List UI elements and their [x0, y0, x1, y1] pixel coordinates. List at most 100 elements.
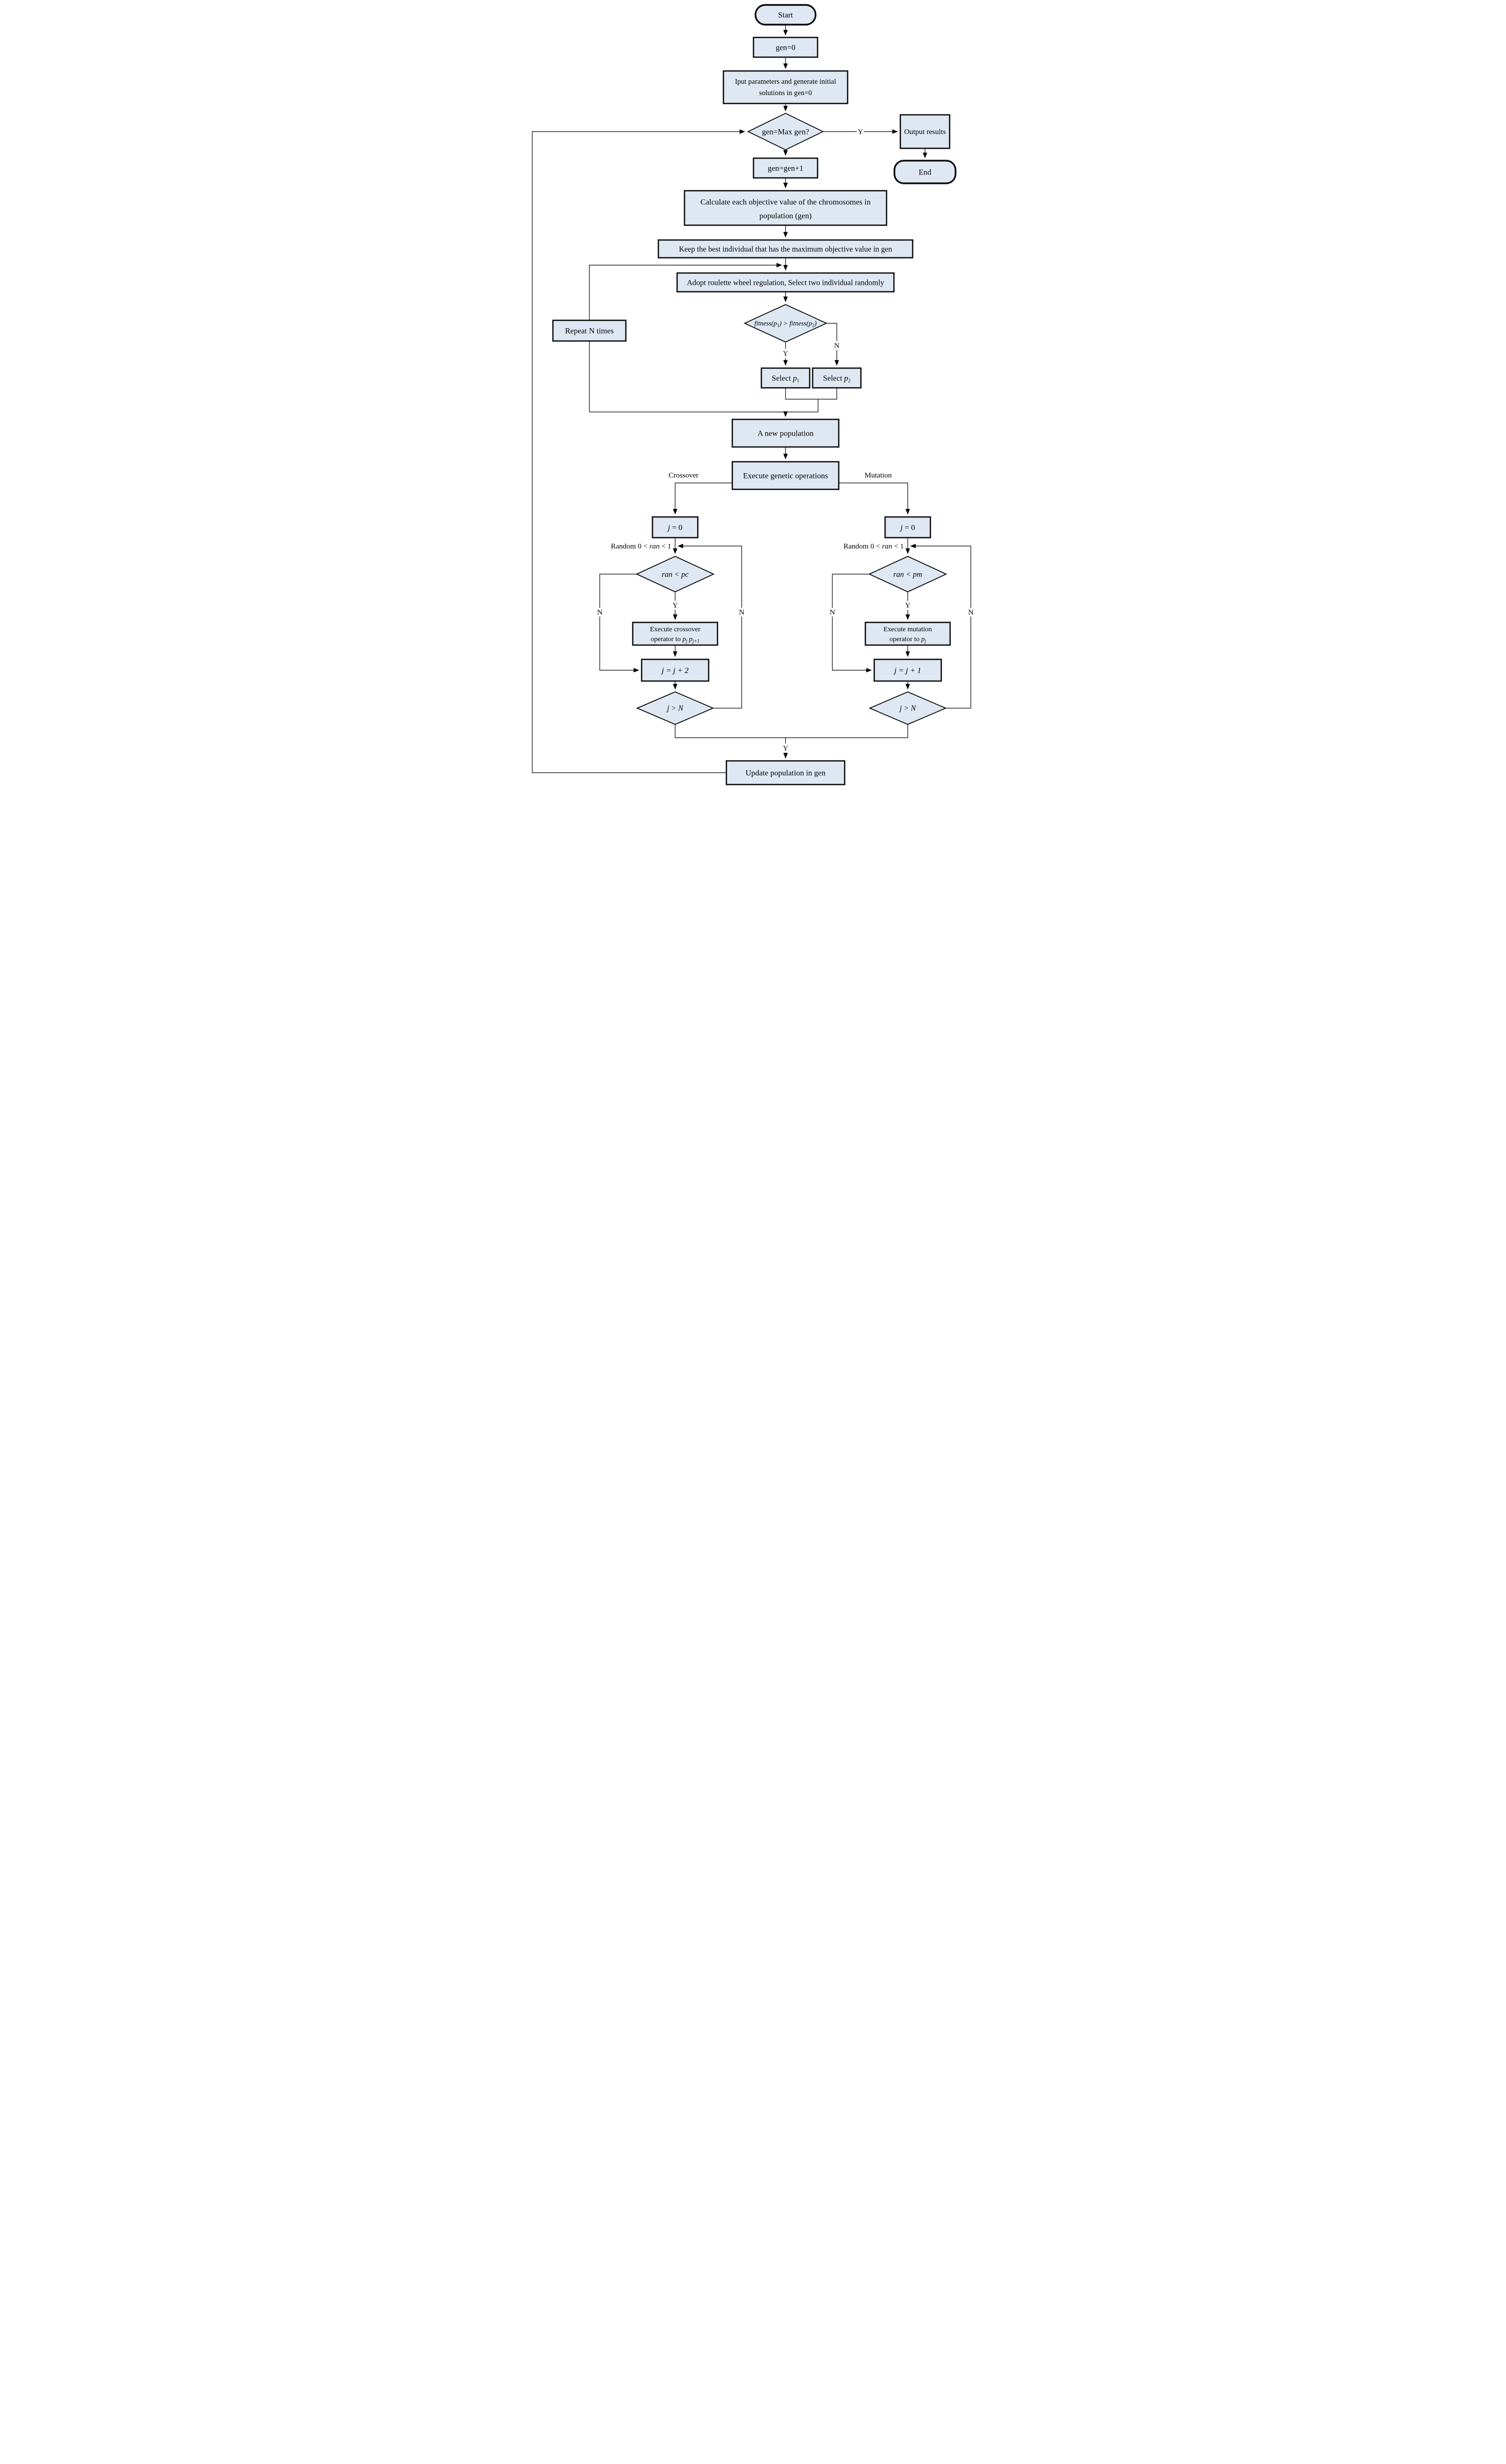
input-params-line1: Iput parameters and generate initial: [735, 78, 836, 86]
roulette-shape: [676, 272, 895, 293]
node-select-p2: Select p2: [812, 367, 862, 389]
edge-fitness-selectp2: [826, 323, 839, 366]
label-yes-fitness: Y: [783, 350, 788, 358]
label-no-loop-right: N: [968, 609, 974, 616]
j-zero-right-shape: [884, 516, 931, 539]
output-results-shape: [899, 114, 951, 149]
edge-selectp2-merge: [818, 388, 837, 400]
edge-jgtnR-n-loop: [910, 544, 971, 709]
node-select-p1: Select p1: [760, 367, 811, 389]
new-population-shape: [731, 418, 840, 448]
exec-genetic-shape: [731, 461, 840, 490]
j-plus1-label: j = j + 1: [893, 667, 921, 675]
label-crossover: Crossover: [669, 472, 699, 479]
cross-op-line2: operator to pj pj+1: [650, 636, 699, 644]
ran-pm-label: ran < pm: [893, 571, 923, 579]
ran-pc-shape: [635, 556, 715, 592]
label-no-pc: N: [597, 609, 603, 616]
j-gt-n-left-label: j > N: [666, 704, 685, 713]
mut-op-shape: [864, 621, 951, 646]
node-gen-increment: gen=gen+1: [753, 157, 819, 179]
node-start: Start: [754, 4, 817, 26]
label-no-fitness: N: [834, 342, 840, 350]
edge-ranpc-n-loop: [599, 574, 640, 673]
flowchart-page: Start gen=0 Iput parameters and generate…: [527, 0, 979, 789]
edge-selectp1-merge: [785, 388, 818, 400]
j-zero-right-label: j = 0: [899, 524, 915, 532]
edge-ranpm-n-loop: [832, 574, 872, 673]
calc-objective-shape: [684, 190, 888, 226]
mut-op-line2: operator to pj: [890, 636, 926, 644]
node-j-zero-left: j = 0: [651, 516, 699, 539]
node-fitness-check: fitness(p1) > fitness(p2): [743, 304, 828, 342]
select-p2-label: Select p2: [823, 375, 851, 384]
j-gt-n-right-shape: [868, 691, 947, 725]
node-input-params: Iput parameters and generate initial sol…: [722, 70, 849, 104]
cross-op-line1: Execute crossover: [650, 626, 701, 633]
new-population-label: A new population: [757, 430, 814, 438]
node-j-zero-right: j = 0: [884, 516, 931, 539]
calc-objective-line2: population (gen): [759, 212, 812, 220]
node-new-population: A new population: [731, 418, 840, 448]
output-results-label: Output results: [904, 128, 946, 136]
j-gt-n-right-label: j > N: [899, 704, 917, 713]
j-zero-left-shape: [651, 516, 699, 539]
select-p2-shape: [812, 367, 862, 389]
repeat-n-times-shape: [552, 319, 627, 342]
keep-best-shape: [657, 239, 914, 259]
label-yes-max: Y: [858, 128, 863, 136]
start-label: Start: [778, 11, 793, 20]
node-max-gen-check: gen=Max gen?: [747, 112, 824, 151]
select-p1-shape: [760, 367, 811, 389]
label-yes-pc: Y: [673, 602, 678, 610]
label-no-pm: N: [830, 609, 835, 616]
node-update-population: Update population in gen: [725, 760, 846, 786]
edge-jgtnL-n-loop: [677, 544, 742, 709]
node-ran-pc: ran < pc: [635, 556, 715, 592]
calc-objective-line1: Calculate each objective value of the ch…: [700, 198, 870, 206]
ran-pc-label: ran < pc: [662, 571, 688, 579]
ran-pm-shape: [868, 556, 948, 592]
fitness-check-label: fitness(p1) > fitness(p2): [754, 320, 817, 329]
label-mutation: Mutation: [865, 472, 892, 479]
label-random-left: Random 0 < ran < 1: [611, 543, 671, 550]
cross-op-shape: [632, 621, 719, 646]
j-gt-n-left-shape: [636, 691, 715, 725]
label-random-right: Random 0 < ran < 1: [844, 543, 904, 550]
edge-mutation-branch: [839, 482, 910, 515]
node-ran-pm: ran < pm: [868, 556, 948, 592]
edge-crossover-branch: [673, 482, 732, 515]
node-j-gt-n-left: j > N: [636, 691, 715, 725]
genetic-algorithm-flowchart: Start gen=0 Iput parameters and generate…: [527, 0, 979, 789]
start-shape: [754, 4, 817, 26]
max-gen-shape: [747, 112, 824, 151]
node-j-plus2: j = j + 2: [641, 658, 710, 682]
node-gen-zero: gen=0: [753, 36, 819, 58]
input-params-line2: solutions in gen=0: [759, 89, 812, 97]
gen-increment-label: gen=gen+1: [768, 165, 803, 173]
gen-increment-shape: [753, 157, 819, 179]
flow-nodes: Start gen=0 Iput parameters and generate…: [552, 4, 957, 786]
edge-repeat-loop: [589, 263, 783, 412]
node-output-results: Output results: [899, 114, 951, 149]
repeat-n-times-label: Repeat N times: [565, 327, 614, 336]
j-plus2-label: j = j + 2: [661, 667, 688, 675]
edge-jgtnR-bottom: [786, 724, 908, 738]
max-gen-label: gen=Max gen?: [762, 128, 809, 137]
end-label: End: [919, 169, 931, 177]
node-repeat-n-times: Repeat N times: [552, 319, 627, 342]
edge-update-feedback: [532, 129, 746, 773]
j-plus1-shape: [873, 658, 942, 682]
update-population-shape: [725, 760, 846, 786]
input-params-shape: [722, 70, 849, 104]
mut-op-line1: Execute mutation: [884, 626, 932, 633]
node-calc-objective: Calculate each objective value of the ch…: [684, 190, 888, 226]
gen-zero-shape: [753, 36, 819, 58]
update-population-label: Update population in gen: [746, 769, 825, 778]
node-exec-genetic: Execute genetic operations: [731, 461, 840, 490]
flow-edges: [532, 25, 971, 773]
node-end: End: [893, 160, 957, 184]
node-roulette: Adopt roulette wheel regulation, Select …: [676, 272, 895, 293]
label-yes-pm: Y: [905, 602, 911, 610]
exec-genetic-label: Execute genetic operations: [743, 472, 828, 480]
